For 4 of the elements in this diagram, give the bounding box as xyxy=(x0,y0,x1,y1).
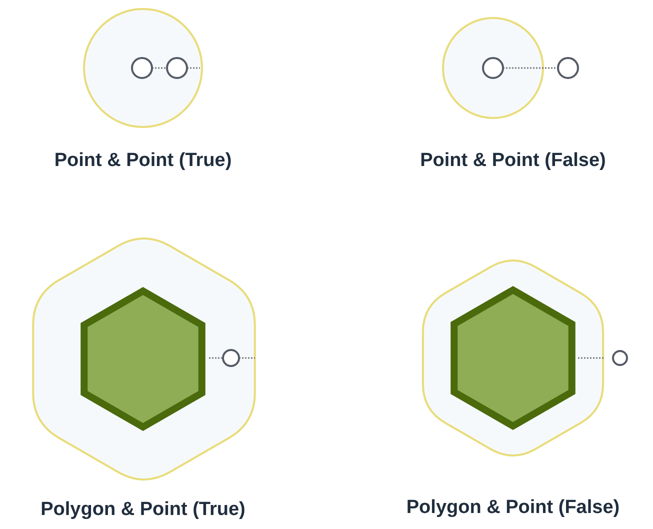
caption: Polygon & Point (True) xyxy=(40,499,246,521)
caption: Point & Point (True) xyxy=(54,150,232,172)
caption: Polygon & Point (False) xyxy=(406,497,620,519)
caption: Point & Point (False) xyxy=(420,150,606,172)
